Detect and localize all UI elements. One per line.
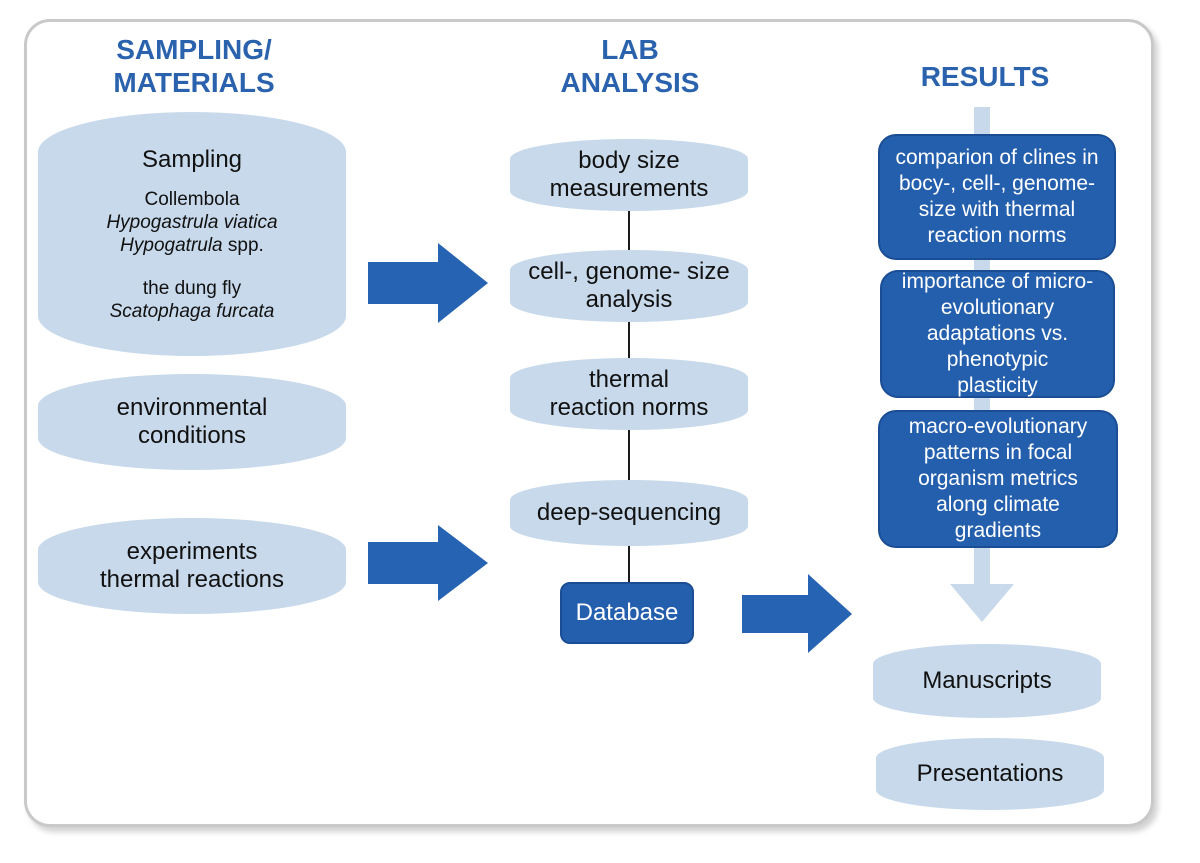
node-label: measurements: [549, 175, 709, 202]
sampling-species: Scatophaga furcata: [109, 300, 275, 322]
heading-line: LAB: [601, 34, 659, 65]
result-line: plasticity: [957, 374, 1038, 397]
result-line: gradients: [954, 519, 1042, 542]
node-label: Presentations: [916, 760, 1064, 787]
lab-step-deep-sequencing: deep-sequencing: [510, 480, 748, 546]
lab-step-body-size: body size measurements: [510, 139, 748, 211]
node-label: experiments: [126, 538, 258, 565]
sampling-species-spp: Hypogatrula spp.: [120, 234, 264, 257]
node-label: thermal reactions: [99, 566, 285, 593]
environmental-conditions-node: environmental conditions: [38, 374, 346, 470]
node-label: environmental: [116, 394, 268, 421]
heading-results: RESULTS: [880, 60, 1090, 93]
node-label: reaction norms: [549, 394, 709, 421]
node-label: Manuscripts: [922, 667, 1052, 694]
result-line: bocy-, cell-, genome-: [898, 172, 1096, 195]
node-label: cell-, genome- size: [528, 258, 730, 285]
heading-line: MATERIALS: [113, 67, 275, 98]
experiments-node: experiments thermal reactions: [38, 518, 346, 614]
result-box-clines: comparion of clines in bocy-, cell-, gen…: [878, 134, 1116, 260]
result-line: macro-evolutionary: [908, 415, 1088, 438]
result-line: organism metrics: [918, 467, 1078, 490]
sampling-group-dung-fly: the dung fly: [142, 277, 242, 299]
species-suffix: spp.: [222, 234, 264, 256]
connector-line: [628, 544, 630, 584]
node-label: deep-sequencing: [536, 499, 722, 526]
result-line: comparion of clines in: [895, 146, 1099, 169]
node-label: Database: [575, 599, 679, 626]
sampling-species: Hypogastrula viatica: [106, 211, 278, 233]
result-line: reaction norms: [927, 224, 1067, 247]
sampling-title: Sampling: [141, 145, 243, 173]
lab-step-cell-genome: cell-, genome- size analysis: [510, 250, 748, 322]
result-line: adaptations vs.: [926, 322, 1069, 345]
arrow-experiments-to-lab: [368, 525, 488, 601]
heading-sampling-materials: SAMPLING/ MATERIALS: [64, 33, 324, 99]
arrow-sampling-to-lab: [368, 243, 488, 323]
result-line: patterns in focal: [923, 441, 1073, 464]
heading-lab-analysis: LAB ANALYSIS: [530, 33, 730, 99]
results-flow-arrowhead: [950, 584, 1014, 622]
connector-line: [628, 210, 630, 256]
heading-line: ANALYSIS: [560, 67, 700, 98]
connector-line: [628, 320, 630, 364]
result-line: along climate: [936, 493, 1060, 516]
node-label: body size: [578, 147, 680, 174]
species-genus: Hypogatrula: [120, 234, 223, 256]
heading-line: RESULTS: [920, 61, 1050, 92]
result-line: size with thermal: [918, 198, 1076, 221]
output-manuscripts: Manuscripts: [873, 644, 1101, 718]
database-node: Database: [560, 582, 694, 644]
result-line: evolutionary: [940, 296, 1055, 319]
result-line: importance of micro-: [901, 270, 1094, 293]
arrow-database-to-results: [742, 574, 852, 653]
node-label: conditions: [137, 422, 247, 449]
result-box-micro-evolutionary: importance of micro- evolutionary adapta…: [880, 270, 1115, 398]
sampling-group-collembola: Collembola: [144, 188, 240, 210]
heading-line: SAMPLING/: [116, 34, 272, 65]
result-line: phenotypic: [946, 348, 1049, 371]
node-label: thermal: [588, 366, 670, 393]
result-box-macro-evolutionary: macro-evolutionary patterns in focal org…: [878, 410, 1118, 548]
connector-line: [628, 428, 630, 482]
node-label: analysis: [585, 286, 673, 313]
lab-step-thermal: thermal reaction norms: [510, 358, 748, 430]
sampling-node: Sampling Collembola Hypogastrula viatica…: [38, 112, 346, 356]
output-presentations: Presentations: [876, 738, 1104, 810]
